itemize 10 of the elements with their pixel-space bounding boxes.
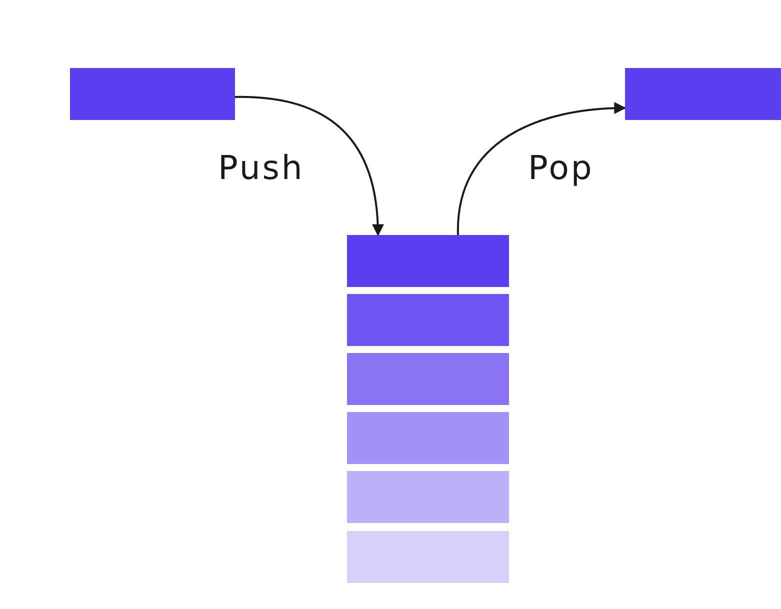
block-shape (347, 353, 509, 405)
curved-arrow (457, 102, 626, 236)
block-shape (625, 68, 781, 120)
block-shape (70, 68, 235, 120)
block-shape (347, 531, 509, 583)
block-shape (347, 294, 509, 346)
block-shape (347, 471, 509, 523)
block-shape (347, 235, 509, 287)
curved-arrow (234, 96, 384, 236)
block-shape (347, 412, 509, 464)
